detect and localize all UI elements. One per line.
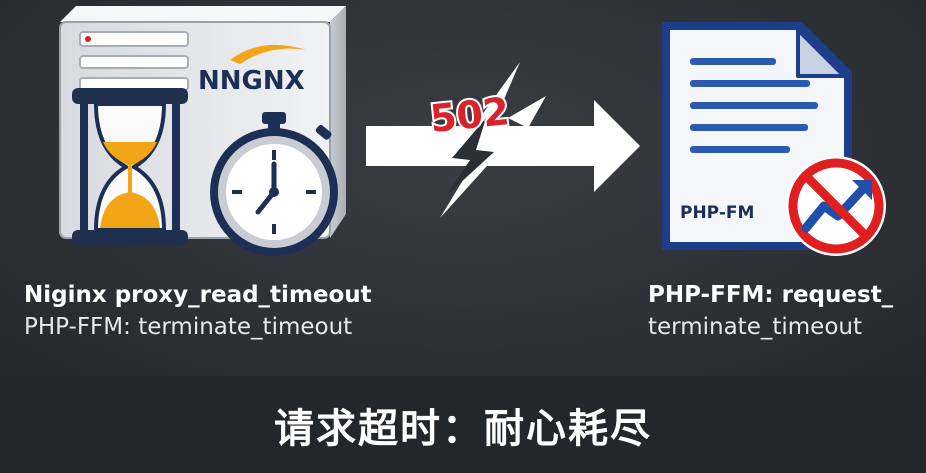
server-logo: NNGNX bbox=[198, 66, 305, 96]
right-caption-line2: terminate_timeout bbox=[648, 314, 862, 340]
error-code-badge: 502 bbox=[426, 87, 513, 143]
document-label: PHP-FM bbox=[680, 203, 754, 223]
footer-banner: 请求超时：耐心耗尽 bbox=[0, 376, 926, 473]
right-caption: PHP-FFM: request_ terminate_timeout bbox=[648, 282, 893, 340]
left-caption-line2: PHP-FFM: terminate_timeout bbox=[24, 314, 353, 340]
right-caption-line1: PHP-FFM: request_ bbox=[648, 282, 894, 308]
footer-title: 请求超时：耐心耗尽 bbox=[274, 405, 652, 452]
prohibited-slash bbox=[801, 171, 871, 241]
error-code: 502 bbox=[428, 89, 511, 141]
left-caption-line1: Niginx proxy_read_timeout bbox=[24, 282, 372, 308]
timeout-illustration: NNGNX 502 bbox=[59, 6, 886, 256]
left-caption: Niginx proxy_read_timeout PHP-FFM: termi… bbox=[24, 282, 372, 340]
hourglass-icon bbox=[72, 88, 188, 246]
stopwatch-icon bbox=[210, 112, 338, 256]
broken-connection-icon bbox=[440, 62, 546, 218]
trend-up-icon bbox=[801, 180, 872, 233]
